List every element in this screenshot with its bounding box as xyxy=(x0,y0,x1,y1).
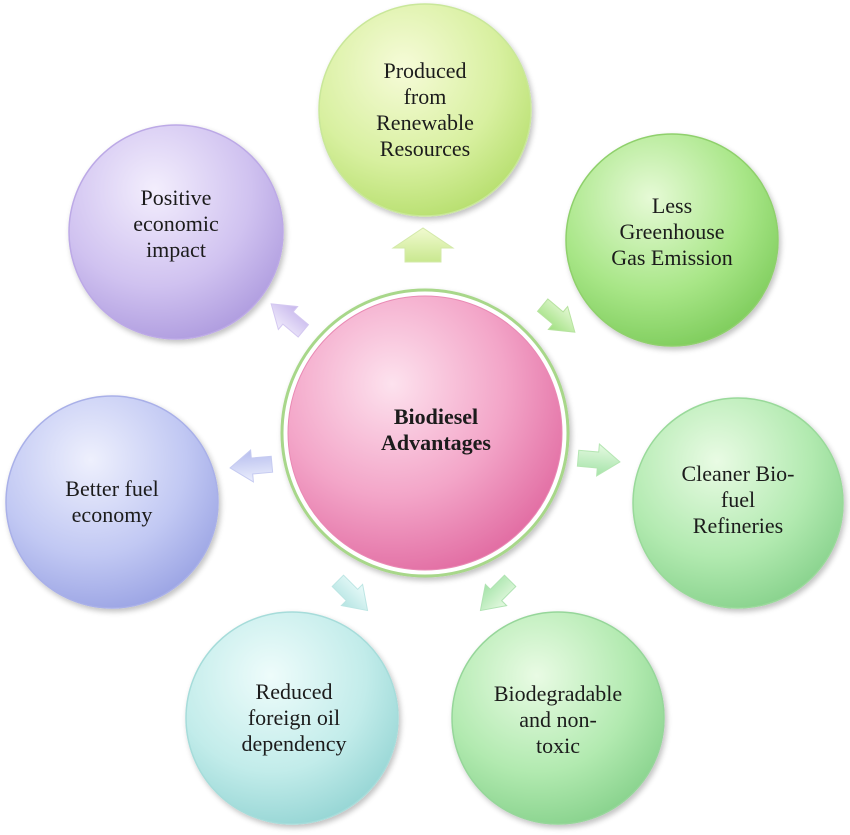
label-line: Advantages xyxy=(381,430,491,455)
label-line: Produced xyxy=(383,58,466,83)
arrow-greenhouse xyxy=(536,298,576,333)
label-line: Gas Emission xyxy=(611,245,733,270)
label-line: Biodiesel xyxy=(394,404,478,429)
label-line: economy xyxy=(72,502,153,527)
label-line: fuel xyxy=(721,487,755,512)
label-line: Biodegradable xyxy=(494,681,622,706)
label-line: foreign oil xyxy=(248,705,340,730)
arrow-renewable xyxy=(391,227,455,263)
label-line: dependency xyxy=(241,731,346,756)
label-line: Better fuel xyxy=(65,476,158,501)
arrow-refineries xyxy=(576,443,621,477)
arrow-foreign-oil xyxy=(331,574,369,612)
label-line: economic xyxy=(133,211,219,236)
label-line: from xyxy=(404,84,447,109)
label-line: Reduced xyxy=(256,679,333,704)
label-line: impact xyxy=(146,237,206,262)
label-line: Renewable xyxy=(376,110,474,135)
label-line: and non- xyxy=(519,707,597,732)
arrows-group xyxy=(229,227,621,612)
label-line: Positive xyxy=(141,185,212,210)
label-line: Refineries xyxy=(693,513,783,538)
label-line: toxic xyxy=(536,733,580,758)
label-line: Cleaner Bio- xyxy=(681,461,794,486)
arrow-biodegradable xyxy=(479,574,517,612)
label-line: Greenhouse xyxy=(619,219,724,244)
arrow-economic xyxy=(270,303,310,338)
label-line: Less xyxy=(652,193,692,218)
label-line: Resources xyxy=(380,136,470,161)
arrow-fuel-economy xyxy=(229,449,274,483)
